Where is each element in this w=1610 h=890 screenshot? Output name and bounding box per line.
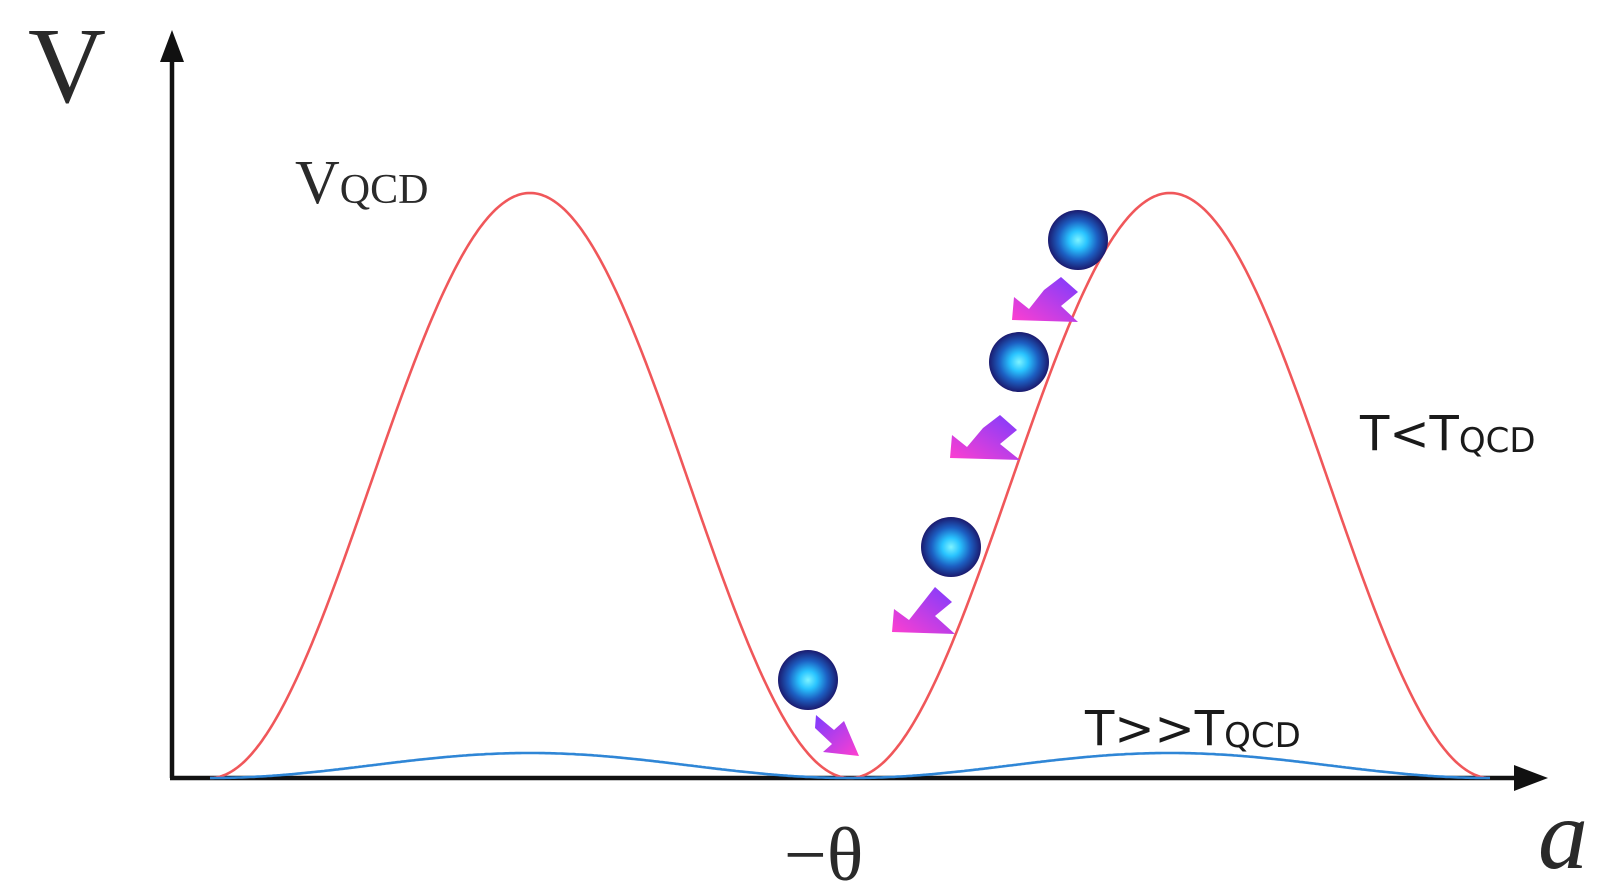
t-low-label: T<TQCD xyxy=(1359,406,1536,462)
ball-icon xyxy=(989,332,1049,392)
vqcd-label-main: V xyxy=(295,149,340,217)
ball-icon xyxy=(778,650,838,710)
y-axis-arrowhead xyxy=(160,30,184,62)
t-low-label-subscript: QCD xyxy=(1459,421,1536,461)
ball-icon xyxy=(921,517,981,577)
x-axis-arrowhead xyxy=(1514,765,1548,791)
down-left-arrow-icon xyxy=(950,415,1020,460)
axes xyxy=(160,30,1548,791)
t-high-label-main: T>>T xyxy=(1084,701,1225,757)
v-axis-label: V xyxy=(28,7,106,126)
down-left-arrow-icon xyxy=(1012,277,1078,322)
down-left-arrow-icon xyxy=(892,587,955,634)
t-high-label: T>>TQCD xyxy=(1084,701,1301,757)
a-axis-label: a xyxy=(1538,779,1588,890)
theta-label: −θ xyxy=(784,813,863,890)
ball-icon xyxy=(1048,210,1108,270)
vqcd-label-subscript: QCD xyxy=(340,167,429,213)
t-low-label-main: T<T xyxy=(1359,406,1460,462)
down-right-arrow-icon xyxy=(815,715,859,756)
vqcd-label: VQCD xyxy=(295,149,428,217)
t-high-label-subscript: QCD xyxy=(1224,716,1301,756)
rolling-ball-sequence xyxy=(778,210,1108,756)
labels: V VQCD T<TQCD T>>TQCD −θ a xyxy=(28,7,1588,890)
low-temperature-potential-curve xyxy=(209,191,1491,780)
high-temperature-potential-curve xyxy=(210,751,1490,780)
